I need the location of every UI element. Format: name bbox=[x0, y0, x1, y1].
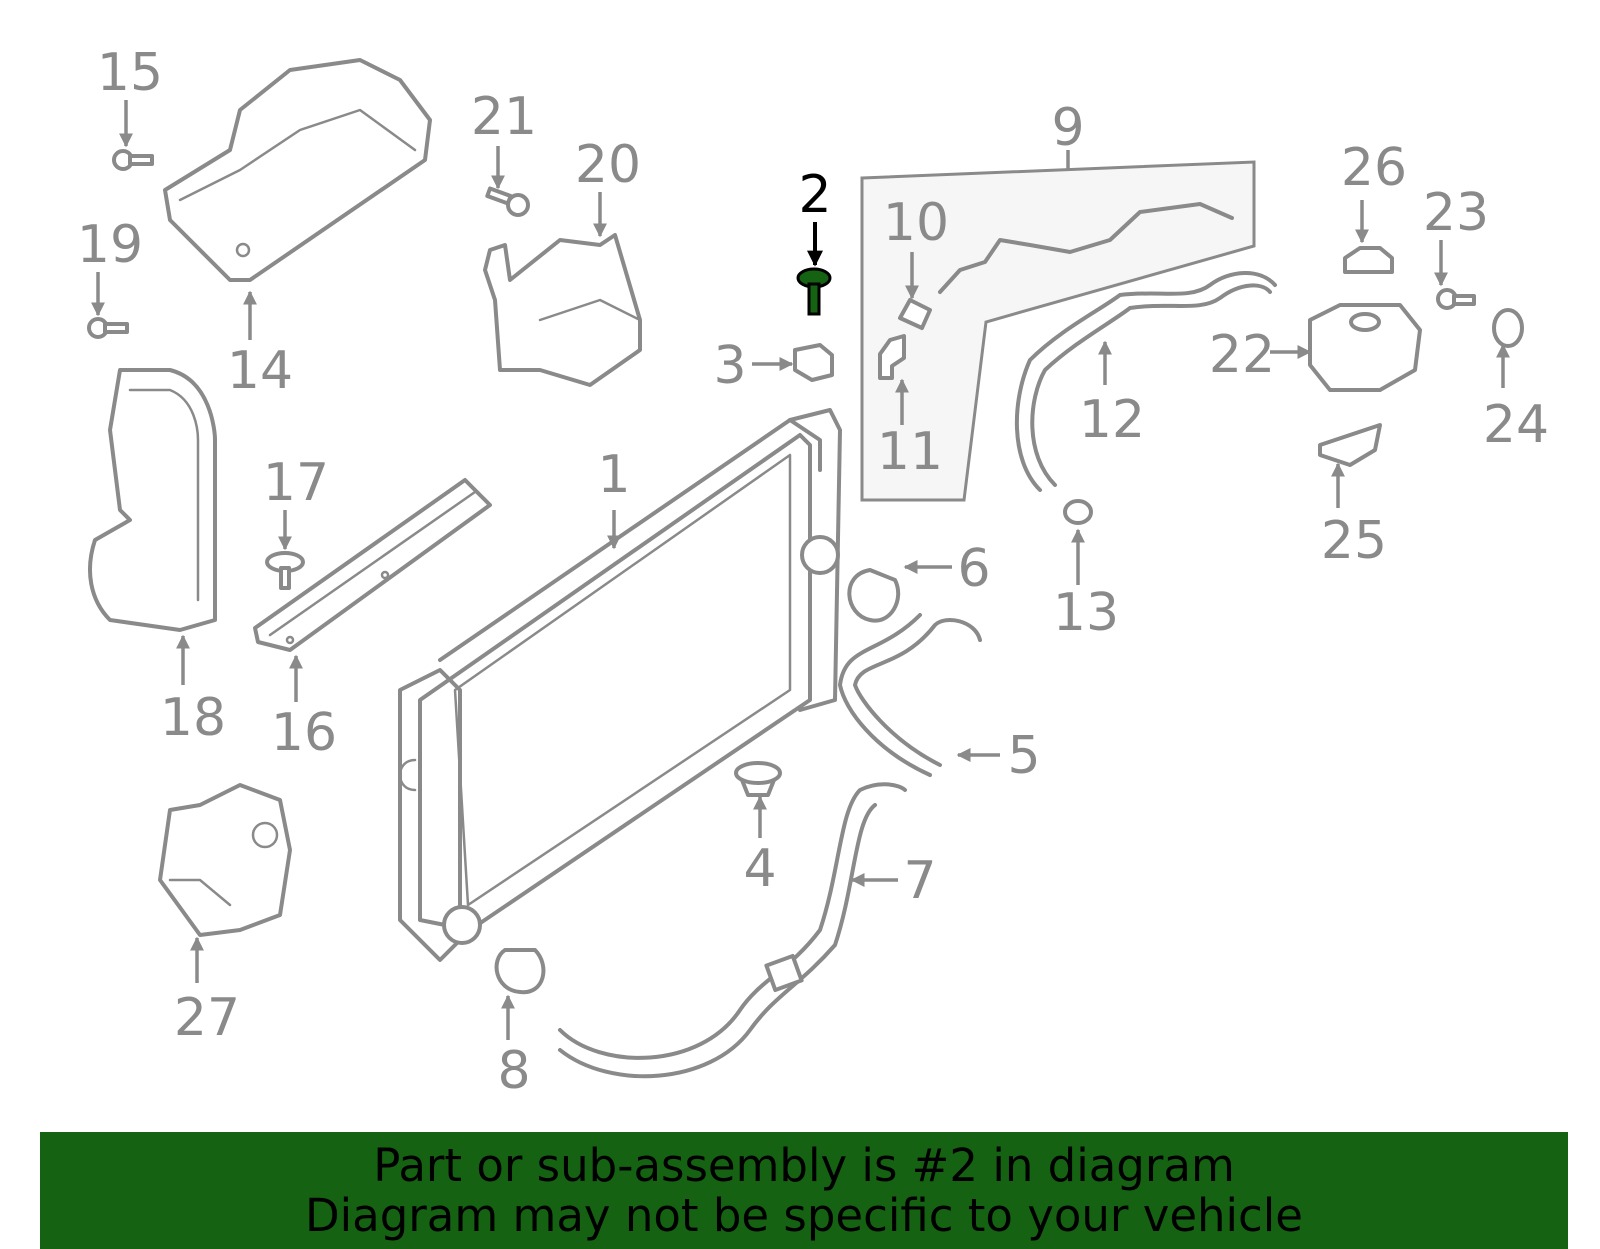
callout-16: 16 bbox=[271, 703, 337, 763]
callout-9: 9 bbox=[1051, 98, 1084, 158]
callout-27: 27 bbox=[174, 988, 240, 1048]
callout-20: 20 bbox=[575, 135, 641, 195]
part-15-screw bbox=[112, 149, 154, 171]
banner-line-1: Part or sub-assembly is #2 in diagram bbox=[373, 1139, 1235, 1192]
part-5-hose bbox=[838, 613, 982, 777]
part-13-clamp bbox=[1063, 499, 1093, 525]
part-4-plug bbox=[734, 761, 782, 797]
part-7-hose bbox=[558, 782, 907, 1079]
part-22-reservoir bbox=[1308, 303, 1422, 392]
part-25-bracket bbox=[1318, 423, 1382, 467]
part-26-cap bbox=[1343, 246, 1394, 274]
callout-23: 23 bbox=[1423, 183, 1489, 243]
info-banner: Part or sub-assembly is #2 in diagram Di… bbox=[40, 1132, 1568, 1249]
part-9-hose-kit-panel bbox=[860, 160, 1256, 502]
callout-6: 6 bbox=[957, 539, 990, 599]
part-11-clip bbox=[878, 334, 906, 380]
part-20-bracket bbox=[483, 233, 642, 387]
callout-5: 5 bbox=[1007, 726, 1040, 786]
callout-2-highlighted: 2 bbox=[798, 165, 831, 225]
part-1-radiator bbox=[398, 408, 842, 962]
part-17-push-pin bbox=[265, 551, 305, 590]
part-24-cap bbox=[1492, 308, 1524, 348]
part-10-hose bbox=[898, 202, 1234, 330]
callout-19: 19 bbox=[77, 215, 143, 275]
callout-26: 26 bbox=[1341, 138, 1407, 198]
callout-17: 17 bbox=[263, 453, 329, 513]
part-6-clamp bbox=[847, 568, 901, 623]
callout-18: 18 bbox=[160, 688, 226, 748]
callout-15: 15 bbox=[97, 43, 163, 103]
part-2-bolt bbox=[796, 267, 832, 316]
callout-labels: 1 2 3 4 5 6 7 8 9 10 11 12 13 14 15 16 1… bbox=[77, 43, 1549, 1101]
part-18-shroud bbox=[88, 368, 217, 632]
callout-22: 22 bbox=[1209, 325, 1275, 385]
callout-21: 21 bbox=[471, 87, 537, 147]
part-21-screw bbox=[485, 186, 530, 217]
callout-10: 10 bbox=[883, 193, 949, 253]
callout-1: 1 bbox=[597, 445, 630, 505]
callout-3: 3 bbox=[713, 336, 746, 396]
callout-14: 14 bbox=[227, 341, 293, 401]
part-14-deflector bbox=[163, 58, 432, 282]
callout-13: 13 bbox=[1053, 583, 1119, 643]
part-23-screw bbox=[1436, 288, 1476, 310]
callout-7: 7 bbox=[903, 851, 936, 911]
banner-line-2: Diagram may not be specific to your vehi… bbox=[305, 1189, 1303, 1242]
part-12-hose bbox=[1014, 271, 1277, 492]
callout-11: 11 bbox=[877, 422, 943, 482]
part-16-support-bar bbox=[253, 478, 492, 652]
part-19-screw bbox=[87, 317, 129, 339]
callout-24: 24 bbox=[1483, 395, 1549, 455]
callout-12: 12 bbox=[1079, 390, 1145, 450]
leader-lines bbox=[91, 100, 1510, 1040]
part-3-clip bbox=[793, 343, 834, 382]
part-27-module bbox=[158, 783, 292, 937]
callout-25: 25 bbox=[1321, 511, 1387, 571]
part-8-clamp bbox=[494, 948, 546, 995]
callout-8: 8 bbox=[497, 1041, 530, 1101]
callout-4: 4 bbox=[743, 839, 776, 899]
